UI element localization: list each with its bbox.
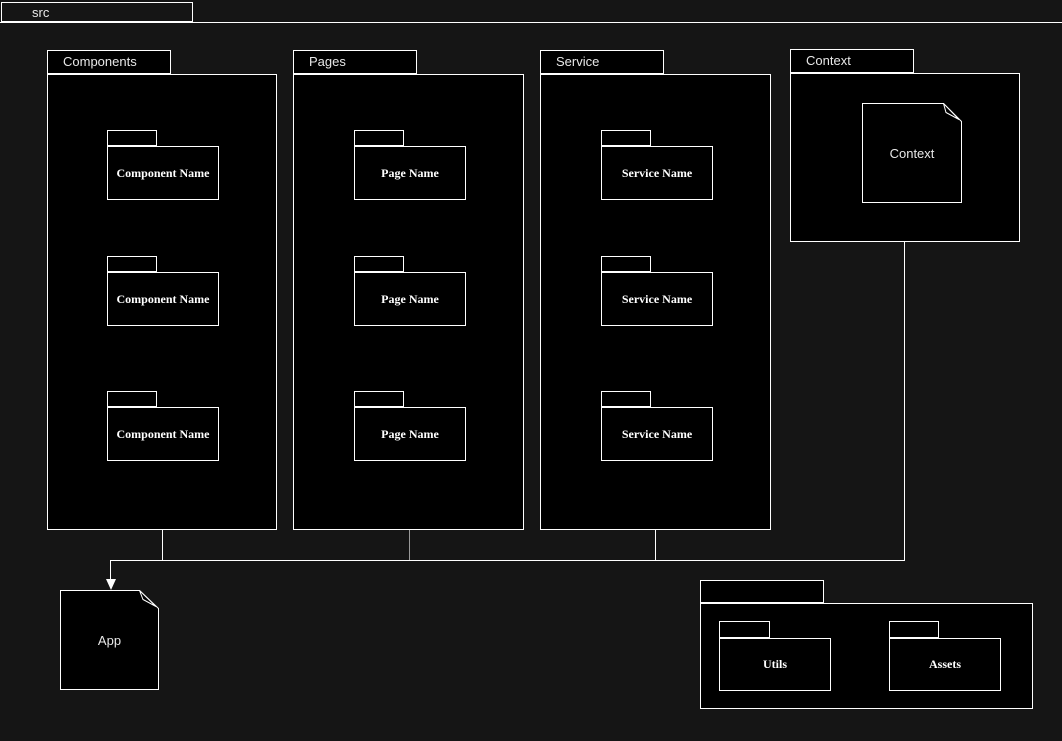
- note-shape: [862, 103, 962, 203]
- folder-component-2[interactable]: Component Name: [107, 272, 219, 326]
- edge-pages-down[interactable]: [409, 530, 410, 561]
- package-context-body[interactable]: Context: [790, 73, 1020, 242]
- folder-page-3[interactable]: Page Name: [354, 407, 466, 461]
- folder-tab[interactable]: [601, 130, 651, 146]
- src-frame-label: src: [32, 5, 50, 20]
- folder-tab[interactable]: [889, 621, 939, 638]
- arrowhead-down-icon: [106, 579, 116, 590]
- package-service-label: Service: [556, 54, 600, 69]
- folder-page-2[interactable]: Page Name: [354, 272, 466, 326]
- package-service-body[interactable]: Service Name Service Name Service Name: [540, 74, 771, 530]
- app-note-label: App: [97, 632, 122, 648]
- folder-label: Component Name: [116, 291, 210, 306]
- folder-label: Service Name: [621, 426, 693, 441]
- folder-label: Component Name: [116, 426, 210, 441]
- folder-tab[interactable]: [354, 391, 404, 407]
- package-components-body[interactable]: Component Name Component Name Component …: [47, 74, 277, 530]
- folder-component-1[interactable]: Component Name: [107, 146, 219, 200]
- folder-tab[interactable]: [107, 391, 157, 407]
- edge-bus-horizontal[interactable]: [110, 560, 905, 561]
- folder-label: Page Name: [381, 426, 439, 441]
- folder-label: Service Name: [621, 165, 693, 180]
- src-frame-top-border: [0, 22, 1062, 23]
- folder-utils[interactable]: Utils: [719, 638, 831, 691]
- folder-tab[interactable]: [107, 256, 157, 272]
- folder-component-3[interactable]: Component Name: [107, 407, 219, 461]
- edge-service-down[interactable]: [655, 530, 656, 561]
- package-context-label: Context: [806, 53, 851, 68]
- folder-tab[interactable]: [601, 391, 651, 407]
- package-components-tab[interactable]: Components: [47, 50, 171, 74]
- edge-context-down[interactable]: [904, 242, 905, 561]
- package-pages-body[interactable]: Page Name Page Name Page Name: [293, 74, 524, 530]
- folder-assets[interactable]: Assets: [889, 638, 1001, 691]
- folder-label: Component Name: [116, 165, 210, 180]
- package-bottom-body[interactable]: Utils Assets: [700, 603, 1033, 709]
- edge-components-down[interactable]: [162, 530, 163, 561]
- folder-label: Page Name: [381, 291, 439, 306]
- folder-tab[interactable]: [107, 130, 157, 146]
- folder-service-3[interactable]: Service Name: [601, 407, 713, 461]
- folder-service-2[interactable]: Service Name: [601, 272, 713, 326]
- folder-tab[interactable]: [601, 256, 651, 272]
- folder-label: Service Name: [621, 291, 693, 306]
- package-service-tab[interactable]: Service: [540, 50, 664, 74]
- package-components-label: Components: [63, 54, 137, 69]
- note-shape: [60, 590, 159, 690]
- folder-tab[interactable]: [354, 256, 404, 272]
- src-frame-tab[interactable]: src: [1, 2, 193, 22]
- package-pages-label: Pages: [309, 54, 346, 69]
- package-pages-tab[interactable]: Pages: [293, 50, 417, 74]
- folder-tab[interactable]: [719, 621, 770, 638]
- folder-label: Page Name: [381, 165, 439, 180]
- package-context-tab[interactable]: Context: [790, 49, 914, 73]
- edge-to-app[interactable]: [110, 560, 111, 580]
- context-note[interactable]: Context: [862, 103, 962, 203]
- folder-label: Assets: [929, 657, 961, 671]
- app-note[interactable]: App: [60, 590, 159, 690]
- folder-page-1[interactable]: Page Name: [354, 146, 466, 200]
- folder-tab[interactable]: [354, 130, 404, 146]
- context-note-label: Context: [889, 145, 935, 161]
- folder-service-1[interactable]: Service Name: [601, 146, 713, 200]
- folder-label: Utils: [763, 657, 787, 671]
- package-bottom-tab[interactable]: [700, 580, 824, 603]
